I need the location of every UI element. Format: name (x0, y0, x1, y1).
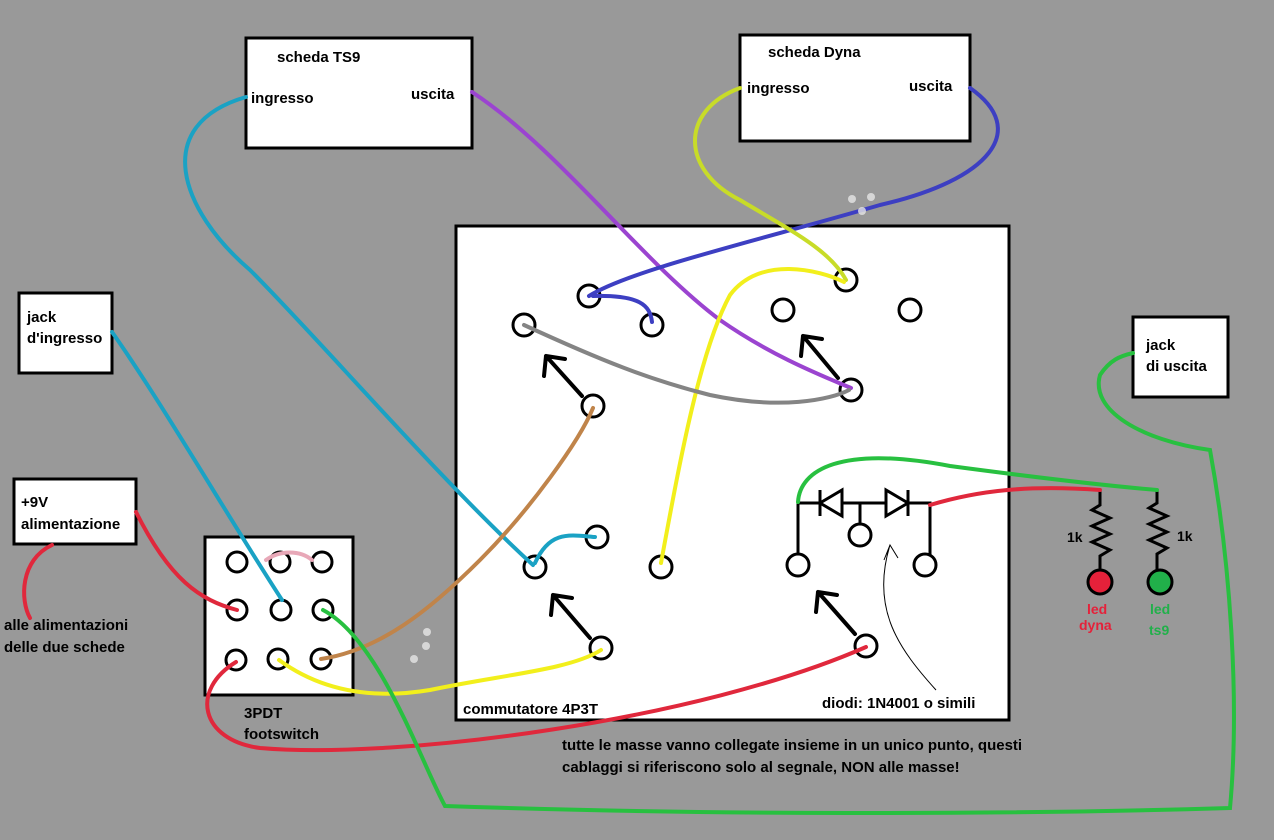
wire-input-jack-to-footswitch (110, 330, 284, 602)
board-ts9-input-label: ingresso (251, 90, 314, 107)
contact (897, 297, 923, 323)
power-note-1: alle alimentazioni (4, 617, 128, 634)
wire-brown (319, 406, 595, 661)
wires (22, 86, 1236, 816)
footswitch-lugs (224, 550, 335, 672)
contact (912, 552, 938, 578)
resistors (1088, 490, 1171, 574)
watermark-marks (410, 193, 875, 663)
resistor-label-2: 1k (1177, 528, 1193, 544)
led-ts9 (1146, 568, 1174, 596)
board-dyna-input-label: ingresso (747, 80, 810, 97)
diode-left (817, 487, 844, 519)
contact (847, 522, 873, 548)
output-jack: jack di uscita (1131, 315, 1230, 399)
led-dyna-label-1: led (1087, 601, 1107, 617)
wire-red-led (928, 486, 1102, 507)
contact (785, 552, 811, 578)
wire-ts9-output (470, 90, 853, 390)
resistor-ts9 (1145, 490, 1171, 572)
diode-pointer (883, 543, 937, 691)
output-jack-label-2: di uscita (1146, 358, 1208, 375)
power-label-1: +9V (21, 494, 48, 511)
wire-green-output (321, 351, 1236, 816)
ground-note-2: cablaggi si riferiscono solo al segnale,… (562, 759, 960, 776)
wire-red-power (134, 510, 239, 612)
board-dyna: scheda Dyna ingresso uscita (738, 33, 972, 143)
power-supply: +9V alimentazione (12, 477, 138, 546)
input-jack-label-2: d'ingresso (27, 330, 102, 347)
wire-dyna-input (693, 86, 848, 282)
footswitch-label-2: footswitch (244, 726, 319, 743)
board-ts9-output-label: uscita (411, 86, 455, 103)
board-ts9: scheda TS9 ingresso uscita (244, 36, 474, 150)
power-note-2: delle due schede (4, 639, 125, 656)
rotor-arrow (542, 354, 584, 398)
wire-rotary-jumper-blue (591, 293, 654, 324)
board-dyna-title: scheda Dyna (768, 44, 861, 61)
wire-red-bottom (205, 645, 868, 753)
diodes-label: diodi: 1N4001 o simili (822, 695, 975, 712)
rotor-arrow (814, 590, 857, 636)
rotary-switch-4p3t (454, 224, 1011, 722)
resistor-label-1: 1k (1067, 529, 1083, 545)
wire-yellow-rotary (659, 267, 846, 565)
rotor-arrow (549, 593, 592, 640)
lug (225, 550, 249, 574)
board-dyna-output-label: uscita (909, 78, 953, 95)
rotor-arrows (542, 334, 857, 640)
led-ts9-label-2: ts9 (1149, 622, 1169, 638)
lug (269, 598, 293, 622)
input-jack-label-1: jack (26, 309, 57, 326)
ground-note-1: tutte le masse vanno collegate insieme i… (562, 737, 1022, 754)
board-ts9-title: scheda TS9 (277, 49, 360, 66)
footswitch-label-1: 3PDT (244, 705, 282, 722)
lug (310, 550, 334, 574)
wire-green-led (796, 456, 1159, 504)
output-jack-label-1: jack (1145, 337, 1176, 354)
contact (770, 297, 796, 323)
wire-gray-jumper (522, 323, 851, 405)
wire-pink-jumper (264, 550, 314, 562)
input-jack: jack d'ingresso (17, 291, 114, 375)
resistor-dyna (1088, 490, 1114, 574)
switch-label: commutatore 4P3T (463, 701, 598, 718)
led-dyna (1086, 568, 1114, 596)
wire-yellow-footswitch (277, 648, 603, 696)
diode-network (796, 487, 932, 555)
led-dyna-label-2: dyna (1079, 617, 1112, 633)
led-ts9-label-1: led (1150, 601, 1170, 617)
diode-right (884, 487, 911, 519)
wire-red-power-note (22, 543, 54, 620)
wire-rotary-jumper-cyan (533, 533, 597, 565)
power-label-2: alimentazione (21, 516, 120, 533)
rotor-arrow (799, 334, 840, 380)
wire-ts9-input-to-rotary (183, 95, 535, 567)
wire-dyna-output (587, 86, 1000, 298)
